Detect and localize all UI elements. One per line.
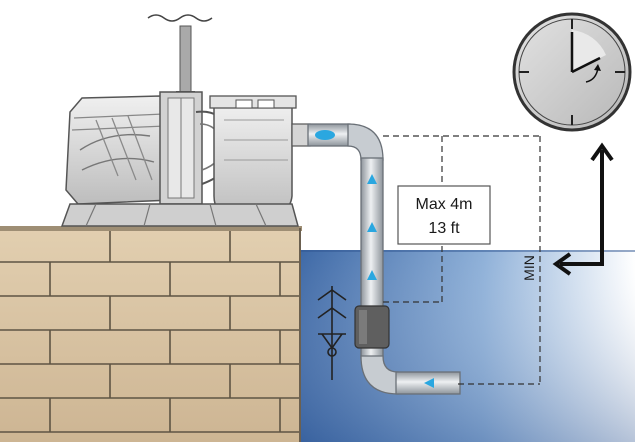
max-height-label: Max 4m 13 ft	[397, 185, 491, 245]
max-height-m: Max 4m	[416, 196, 473, 213]
water-body	[298, 250, 635, 442]
brick-wall	[0, 226, 302, 442]
flow-arrow-icon	[315, 130, 434, 388]
min-level-label: MIN	[521, 255, 537, 281]
pool-pump	[60, 91, 311, 227]
pump-shaft	[147, 14, 213, 95]
foot-valve-symbol-icon	[317, 286, 347, 380]
suction-pipe	[307, 123, 461, 395]
max-height-ft: 13 ft	[428, 220, 460, 237]
clock-icon	[512, 12, 632, 132]
double-arrow-icon	[552, 142, 614, 276]
